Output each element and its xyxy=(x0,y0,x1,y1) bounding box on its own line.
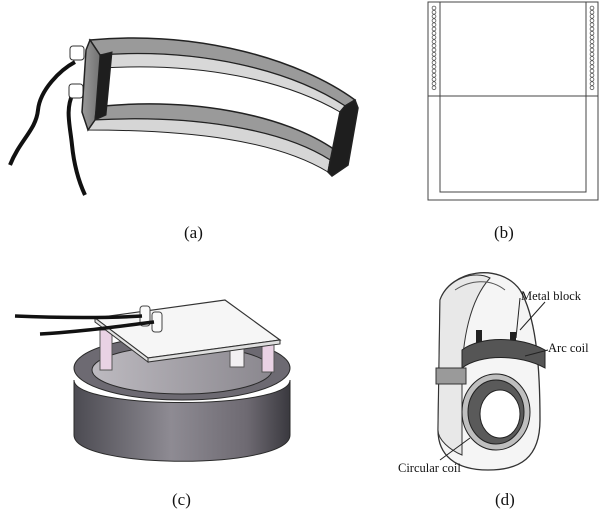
winding-turn xyxy=(431,5,437,11)
winding-turn xyxy=(431,39,437,44)
winding-turn xyxy=(589,14,595,19)
winding-turn xyxy=(431,30,437,36)
circular-coil-hole xyxy=(479,389,521,439)
winding-turn xyxy=(589,5,595,11)
winding-turn xyxy=(431,72,437,78)
caption-c: (c) xyxy=(172,490,191,509)
winding-turn xyxy=(431,64,437,70)
label-circular-coil: Circular coil xyxy=(398,461,461,475)
ring-body xyxy=(73,379,291,462)
winding-turn xyxy=(431,43,437,49)
caption-a: (a) xyxy=(184,223,203,242)
cable-c1 xyxy=(14,314,143,320)
winding-turn xyxy=(589,72,595,78)
winding-turn xyxy=(431,9,437,15)
right-winding-turns xyxy=(589,5,595,91)
winding-turn xyxy=(431,26,437,32)
winding-turn xyxy=(431,56,437,61)
callout-arc-coil xyxy=(524,349,549,357)
winding-turn xyxy=(589,30,595,36)
panel-d-coil-assembly: Metal block Arc coil Circular coil xyxy=(398,272,589,475)
winding-turn xyxy=(589,60,595,65)
caption-d: (d) xyxy=(495,490,515,509)
connector-1 xyxy=(69,45,85,61)
winding-turn xyxy=(431,68,437,74)
winding-turn xyxy=(589,18,595,23)
panel-a-arc-frame-coil xyxy=(8,37,359,196)
winding-turn xyxy=(431,85,437,91)
winding-turn xyxy=(431,18,437,23)
left-winding-turns xyxy=(431,5,437,91)
callout-metal-block-arrow xyxy=(519,301,546,331)
callout-circular-coil xyxy=(439,437,471,461)
support-left xyxy=(99,329,113,371)
winding-turn xyxy=(589,64,595,70)
winding-turn xyxy=(431,14,437,19)
connector-2 xyxy=(68,83,84,99)
winding-turn xyxy=(589,22,595,28)
winding-turn xyxy=(589,68,595,74)
winding-turn xyxy=(431,51,437,57)
label-metal-block: Metal block xyxy=(521,289,582,303)
outer-outline xyxy=(427,1,599,201)
callout-metal-block xyxy=(515,297,521,339)
cable-1 xyxy=(8,60,76,166)
cable-2 xyxy=(66,92,87,196)
winding-turn xyxy=(589,51,595,57)
winding-turn xyxy=(589,47,595,53)
arc-coil-band xyxy=(461,339,546,370)
winding-turn xyxy=(431,81,437,86)
frame-right-end xyxy=(327,98,359,177)
winding-turn xyxy=(431,60,437,65)
label-arc-coil: Arc coil xyxy=(548,341,589,355)
winding-turn xyxy=(589,39,595,44)
winding-turn xyxy=(589,81,595,86)
winding-turn xyxy=(431,47,437,53)
winding-turn xyxy=(431,22,437,28)
inner-cavity xyxy=(439,95,587,193)
winding-turn xyxy=(589,26,595,32)
caption-b: (b) xyxy=(494,223,514,242)
winding-turn xyxy=(589,85,595,91)
cable-c2 xyxy=(39,320,155,336)
winding-turn xyxy=(589,77,595,82)
panel-b-section-drawing xyxy=(427,1,599,201)
winding-turn xyxy=(589,56,595,61)
band-clip xyxy=(435,367,467,385)
winding-turn xyxy=(589,43,595,49)
winding-turn xyxy=(431,35,437,40)
winding-turn xyxy=(589,9,595,15)
winding-turn xyxy=(589,35,595,40)
panel-c-ring-assembly xyxy=(14,299,291,462)
metal-block-left xyxy=(476,330,482,348)
winding-turn xyxy=(431,77,437,82)
